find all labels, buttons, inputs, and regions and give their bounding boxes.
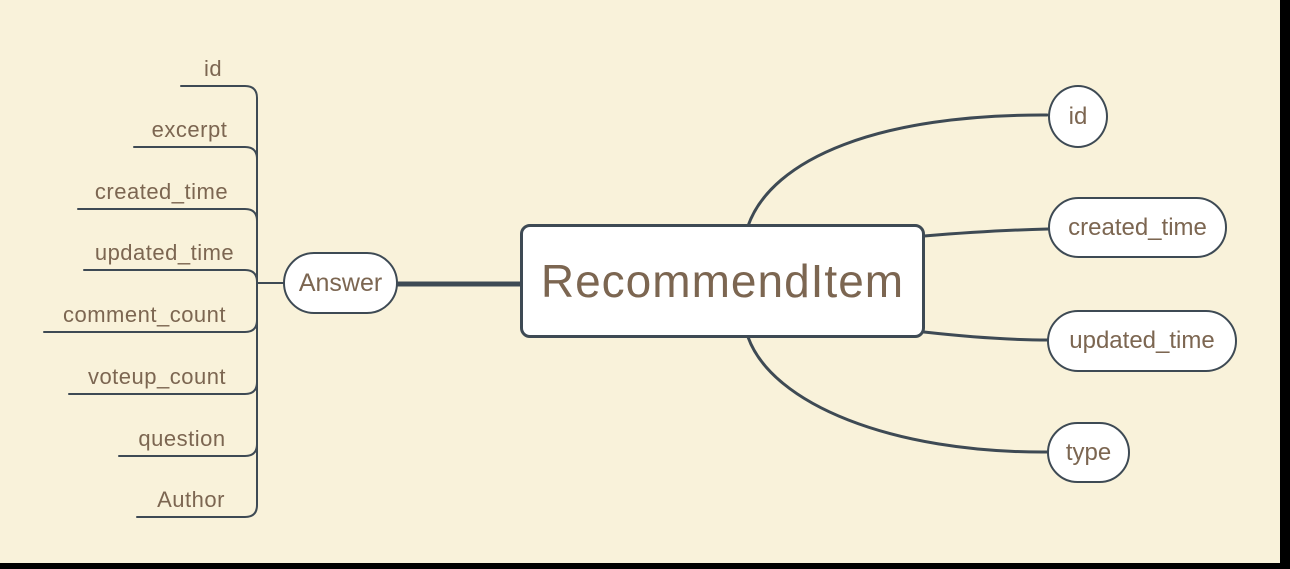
topic-answer[interactable]: Answer (283, 252, 398, 314)
connector-answer-id (180, 85, 258, 284)
connector-root-to-type (746, 335, 1049, 454)
connector-root-to-id (746, 113, 1049, 228)
screen-edge-bar-right (1280, 0, 1290, 569)
topic-answer-voteup-count[interactable]: voteup_count (87, 364, 227, 389)
topic-root-label: RecommendItem (540, 255, 905, 307)
topic-answer-author[interactable]: Author (157, 487, 225, 512)
topic-answer-id[interactable]: id (203, 56, 223, 81)
topic-answer-label: Answer (298, 268, 383, 297)
screen-edge-bar-bottom (0, 563, 1290, 569)
connector-answer-author (136, 282, 258, 518)
connector-answer-created-time (77, 208, 258, 284)
topic-answer-question[interactable]: question (138, 426, 226, 451)
topic-answer-updated-time[interactable]: updated_time (94, 240, 235, 265)
connector-root-to-created-time (922, 227, 1050, 238)
topic-id-label: id (1068, 102, 1088, 130)
topic-created-time[interactable]: created_time (1048, 197, 1227, 258)
topic-type[interactable]: type (1047, 422, 1130, 483)
topic-updated-time-label: updated_time (1069, 327, 1215, 354)
topic-type-label: type (1065, 438, 1112, 466)
connector-root-to-updated-time (922, 330, 1050, 342)
connector-answer-updated-time (83, 269, 258, 284)
topic-answer-created-time[interactable]: created_time (94, 179, 229, 204)
topic-answer-excerpt[interactable]: excerpt (151, 117, 228, 142)
topic-updated-time[interactable]: updated_time (1047, 310, 1237, 372)
topic-created-time-label: created_time (1068, 213, 1207, 241)
connector-answer-excerpt (133, 146, 258, 284)
topic-root-recommenditem[interactable]: RecommendItem (520, 224, 925, 338)
topic-id[interactable]: id (1048, 85, 1108, 148)
topic-answer-comment-count[interactable]: comment_count (62, 302, 227, 327)
